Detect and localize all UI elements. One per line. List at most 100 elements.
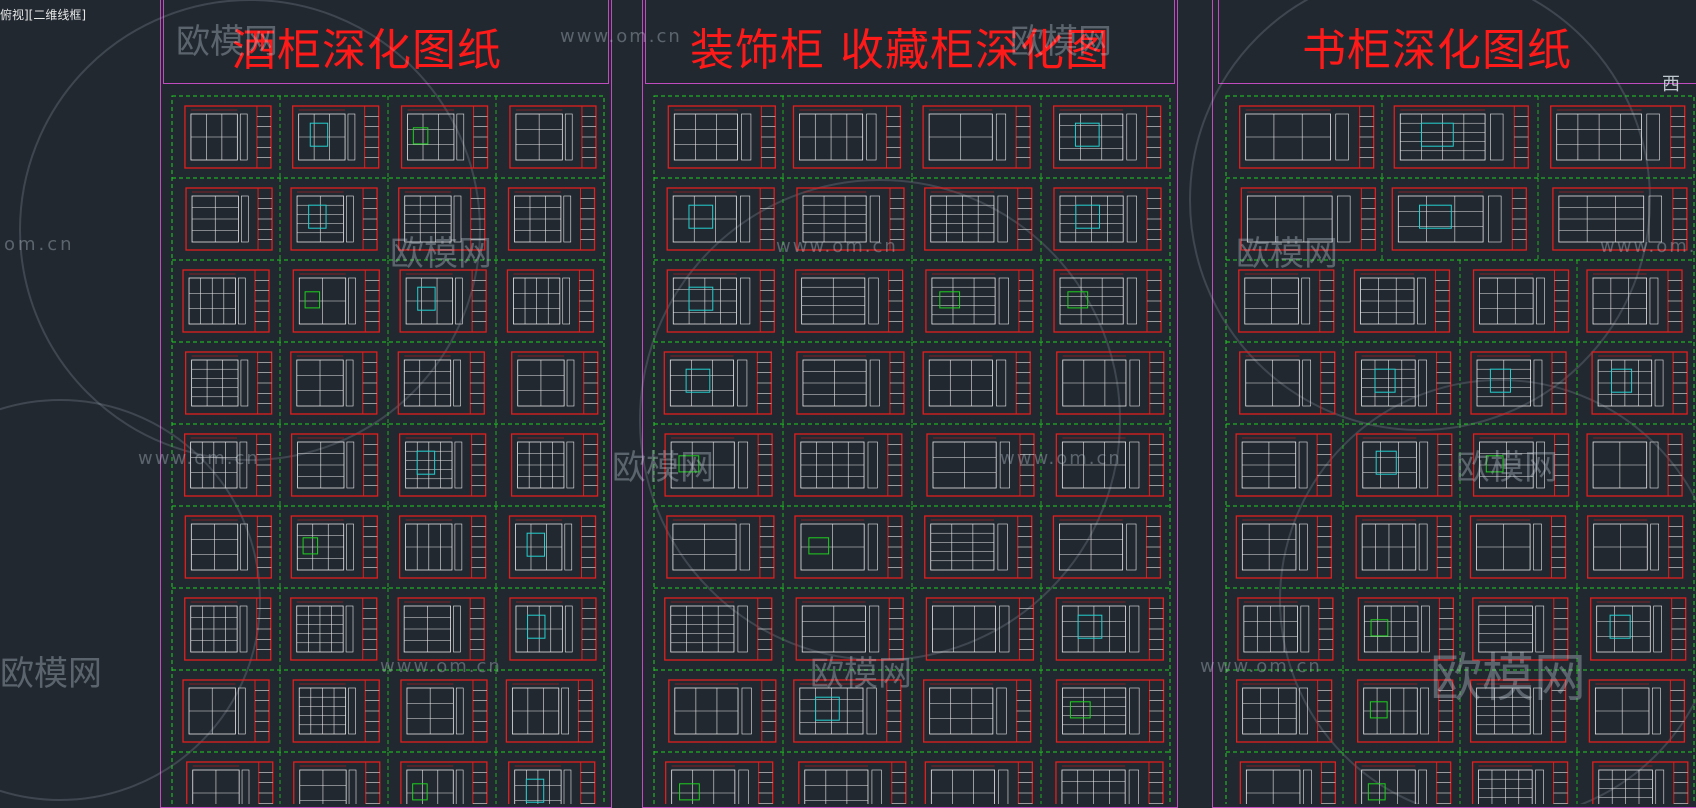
cabinet-side-profile [866,113,877,161]
drawing-thumbnail-frame [924,515,1033,579]
cabinet-side-profile [999,441,1010,489]
cabinet-side-profile [453,359,461,407]
cabinet-side-profile [239,113,248,161]
accent-detail [412,127,429,145]
accent-detail [526,532,546,557]
cabinet-outline [1479,277,1534,325]
compass-label: 西 [1662,74,1680,95]
cabinet-side-profile [564,523,573,571]
cabinet-side-profile [348,277,356,325]
cabinet-side-profile [1533,687,1542,735]
cabinet-side-profile [563,769,572,804]
cabinet-side-profile [1536,277,1545,325]
accent-detail [417,286,436,311]
sheet-title-display-cabinet: 装饰柜 收藏柜深化图 [690,25,1110,76]
accent-detail [304,291,321,309]
accent-detail [815,696,840,721]
viewport-label[interactable]: 俯视][二维线框] [0,8,87,22]
cabinet-side-profile [348,687,356,735]
cabinet-side-profile [1126,277,1137,325]
cabinet-side-profile [346,195,354,243]
accent-detail [308,204,327,229]
cabinet-side-profile [868,277,879,325]
cabinet-side-profile [1419,441,1429,489]
drawing-thumbnail-frame [400,761,488,804]
drawing-thumbnail-frame [1391,187,1527,251]
cabinet-side-profile [1652,687,1661,735]
cabinet-side-profile [998,277,1009,325]
accent-detail [1067,291,1089,309]
cabinet-outline [671,769,736,804]
cabinet-side-profile [1300,605,1310,653]
accent-detail [1420,122,1454,147]
cabinet-side-profile [995,113,1007,161]
cabinet-side-profile [740,277,751,325]
cabinet-side-profile [1129,687,1140,735]
cabinet-side-profile [453,195,462,243]
cabinet-side-profile [1649,277,1659,325]
cabinet-outline [931,277,996,325]
cabinet-side-profile [240,359,249,407]
accent-detail [685,368,711,393]
cabinet-side-profile [996,687,1007,735]
cabinet-side-profile [1417,277,1426,325]
cabinet-side-profile [240,523,248,571]
cabinet-side-profile [345,359,354,407]
cabinet-outline [930,769,995,804]
accent-detail [1369,701,1388,719]
accent-detail [1069,701,1091,719]
title-block-bookcase [1218,0,1696,84]
cabinet-side-profile [566,359,575,407]
accent-detail [1370,619,1389,637]
cabinet-side-profile [1129,605,1140,653]
cabinet-side-profile [1126,523,1137,571]
accent-detail [1077,614,1103,639]
cabinet-outline [804,769,869,804]
cabinet-side-profile [1490,113,1504,161]
cabinet-side-profile [997,195,1008,243]
cabinet-side-profile [741,113,752,161]
accent-detail [808,537,830,555]
cabinet-side-profile [1302,769,1312,804]
cabinet-side-profile [1298,441,1308,489]
drawing-thumbnail-frame [666,515,775,579]
drawing-thumbnail-frame [1055,679,1165,743]
accent-detail [688,286,714,311]
drawing-thumbnail-frame [922,351,1031,415]
cabinet-side-profile [454,441,463,489]
accent-detail [527,614,546,639]
drawing-thumbnail-frame [508,761,596,804]
cabinet-outline [669,359,734,407]
cabinet-side-profile [871,769,882,804]
cabinet-side-profile [999,605,1010,653]
cabinet-outline [802,195,867,243]
cabinet-side-profile [1648,195,1663,243]
accent-detail [1367,783,1386,801]
cabinet-outline [930,523,995,571]
accent-detail [688,204,714,229]
cabinet-side-profile [1649,441,1659,489]
watermark-ring [19,0,481,461]
drawing-thumbnail-frame [1393,105,1529,169]
cabinet-side-profile [867,441,878,489]
cabinet-side-profile [737,441,749,489]
cabinet-side-profile [238,277,246,325]
accent-detail [525,778,545,803]
cabinet-side-profile [564,605,573,653]
cabinet-side-profile [1533,359,1543,407]
cabinet-side-profile [564,113,573,161]
accent-detail [679,783,700,801]
cabinet-side-profile [345,605,354,653]
cabinet-outline [1397,195,1484,243]
cabinet-side-profile [738,769,749,804]
cabinet-outline [1596,605,1651,653]
cabinet-side-profile [998,769,1009,804]
cabinet-side-profile [346,523,354,571]
drawing-thumbnail-frame [1550,105,1686,169]
cabinet-side-profile [1418,359,1427,407]
cabinet-side-profile [1298,523,1308,571]
cabinet-outline [1592,277,1648,325]
accent-detail [1489,368,1512,393]
cabinet-side-profile [1128,769,1139,804]
